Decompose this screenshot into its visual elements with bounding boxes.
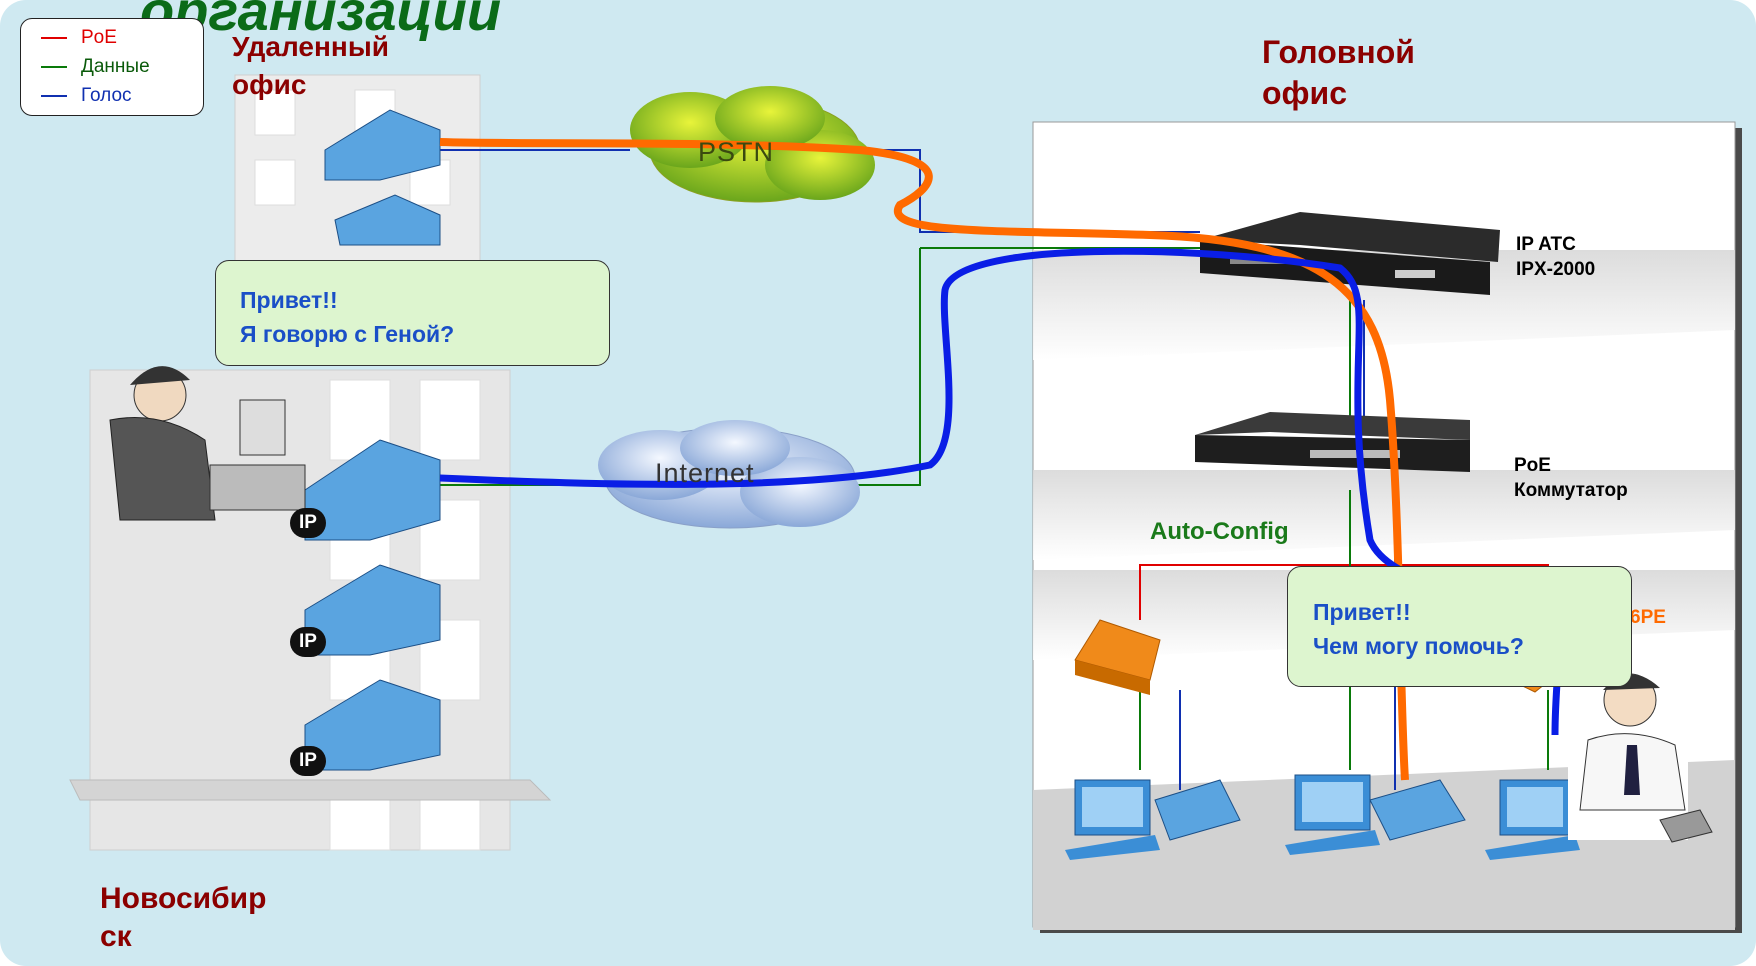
bubble-remote-text: Привет!! Я говорю с Геной? [240,283,454,351]
ipx-label-line1: IP ATC [1516,234,1576,255]
partial-model-label: 6PE [1630,607,1666,628]
bubble-head-line1: Привет!! [1313,599,1411,625]
person-left [109,366,306,521]
orange-router-left [1074,619,1161,695]
legend-data-label: Данные [81,56,150,77]
legend-item-data: Данные [41,56,150,78]
poe-switch-label-line2: Коммутатор [1514,480,1628,501]
city-label: Новосибир ск [100,882,267,953]
speech-bubble-remote: Привет!! Я говорю с Геной? [215,260,610,366]
bubble-remote-line2: Я говорю с Геной? [240,321,455,347]
ipx-label: IP ATC IPX-2000 [1516,232,1595,282]
poe-switch-device [1195,412,1470,472]
legend-item-poe: PoE [41,27,117,49]
head-office-devices [1065,774,1580,860]
head-office-label: Головной офис [1262,34,1415,111]
internet-label: Internet [655,458,755,488]
orange-voice-cable [439,138,1409,781]
ipx-label-line2: IPX-2000 [1516,259,1596,280]
remote-office-label: Удаленный офис [232,31,389,100]
pstn-cloud [630,86,875,203]
bubble-head-text: Привет!! Чем могу помочь? [1313,595,1524,663]
legend: PoE Данные Голос [20,18,204,116]
remote-office-phones [324,109,441,246]
legend-item-voice: Голос [41,85,132,107]
legend-poe-line [41,37,67,39]
ip-badge-1: IP [290,508,326,538]
legend-voice-line [41,95,67,97]
bubble-head-line2: Чем могу помочь? [1313,633,1524,659]
poe-switch-label: PoE Коммутатор [1514,453,1628,503]
ip-badge-2: IP [290,627,326,657]
ip-badge-3: IP [290,746,326,776]
legend-data-line [41,66,67,68]
poe-switch-label-line1: PoE [1514,455,1551,476]
speech-bubble-head: Привет!! Чем могу помочь? [1287,566,1632,687]
bubble-remote-line1: Привет!! [240,287,338,313]
pstn-label: PSTN [698,137,775,167]
legend-voice-label: Голос [81,85,132,106]
legend-poe-label: PoE [81,27,117,48]
auto-config-label: Auto-Config [1150,518,1289,545]
novosibirsk-phones [304,439,441,771]
